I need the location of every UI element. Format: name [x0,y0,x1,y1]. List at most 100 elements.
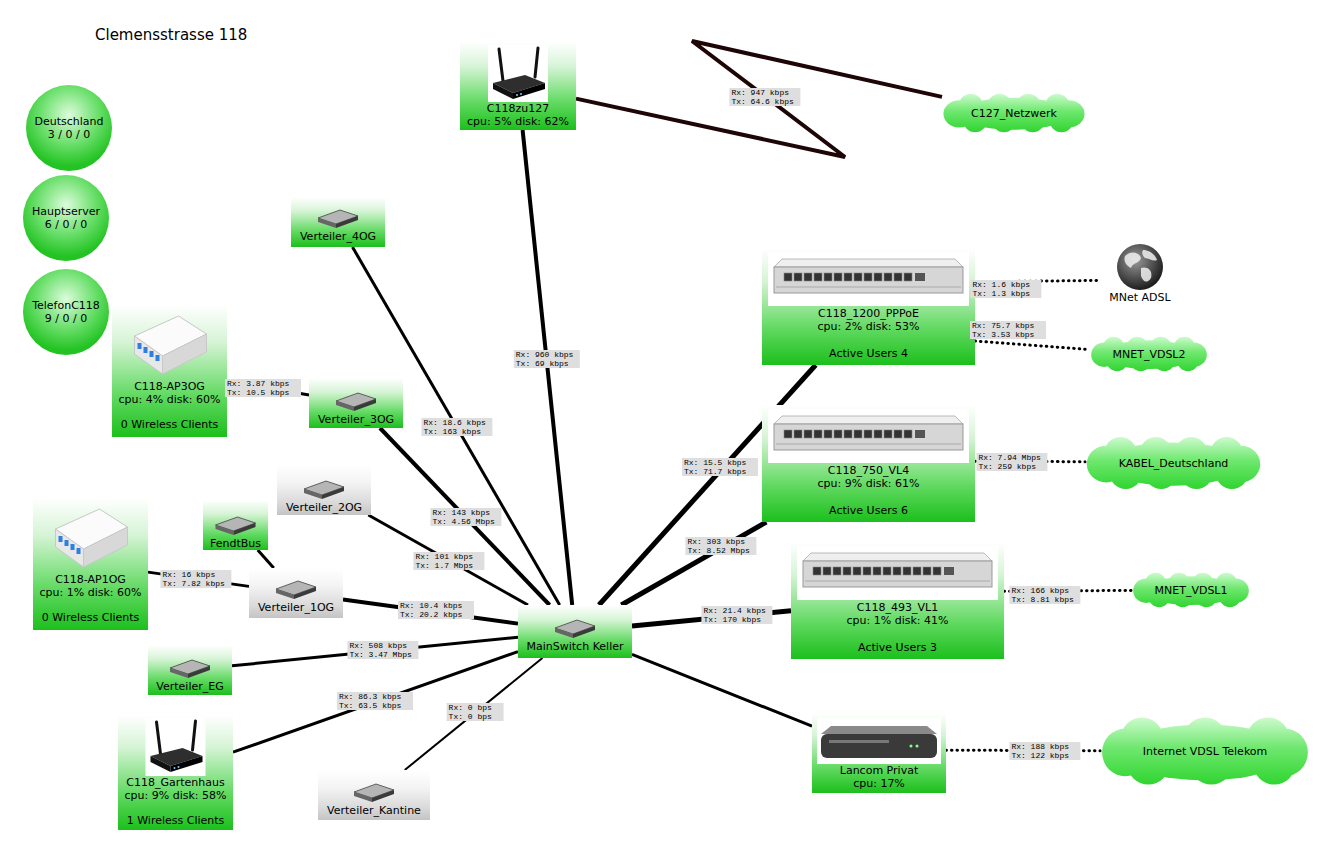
icon-holder [762,408,975,464]
switch-icon [318,773,430,804]
icon-holder [33,501,148,573]
icon-holder [249,571,343,601]
link-line [621,522,766,605]
traffic-label: Rx: 21.4 kbps Tx: 170 kbps [701,606,772,624]
node-label: Hauptserver [32,205,100,218]
node-label: Verteiler_3OG [318,413,394,426]
rack-icon [762,408,975,464]
node-label: 3 / 0 / 0 [48,128,90,141]
node-label: C118_493_VL1 [857,601,938,614]
icon-holder [318,773,430,804]
node-label: FendtBus [210,537,261,550]
icon-holder [148,648,232,680]
network-cloud: C127_Netzwerk [942,93,1086,133]
icon-holder [518,608,632,640]
internet-link [975,341,1090,350]
node-label: C118zu127 [487,102,549,115]
node-label: C127_Netzwerk [971,107,1057,120]
traffic-label: Rx: 75.7 kbps Tx: 3.53 kbps [970,321,1046,339]
wireless-link [576,41,942,157]
device-box: MainSwitch Keller [518,605,632,658]
node-label: 0 Wireless Clients [121,418,219,431]
traffic-label: Rx: 0 bps Tx: 0 bps [447,703,504,721]
link-line [632,654,812,726]
switch-icon [309,381,403,413]
device-box: Verteiler_3OG [309,378,403,428]
globe-icon [1098,241,1182,291]
node-label: Verteiler_EG [156,680,223,693]
rack-icon [791,545,1004,601]
traffic-label: Rx: 960 kbps Tx: 69 kbps [514,350,580,368]
node-label: cpu: 9% disk: 61% [818,477,920,490]
device-box: C118_1200_PPPoEcpu: 2% disk: 53% Active U… [762,248,975,365]
network-cloud: Internet VDSL Telekom [1100,716,1310,786]
device-box: C118_750_VL4cpu: 9% disk: 61%Active User… [762,405,975,522]
page-title: Clemensstrasse 118 [95,26,247,44]
network-cloud: MNET_VDSL2 [1090,336,1208,372]
traffic-label: Rx: 166 kbps Tx: 8.81 kbps [1009,586,1080,604]
node-label: cpu: 9% disk: 58% [125,789,227,802]
device-box: C118_493_VL1cpu: 1% disk: 41%Active User… [791,542,1004,659]
node-label: MNet ADSL [1109,291,1170,304]
traffic-label: Rx: 188 kbps Tx: 122 kbps [1009,742,1080,760]
device-box: Verteiler_4OG [291,197,385,247]
link-line [232,637,518,666]
node-label: C118_Gartenhaus [126,776,224,789]
link-line [343,599,518,623]
device-box: C118_Gartenhauscpu: 9% disk: 58% 1 Wirele… [118,715,233,830]
node-label: MNET_VDSL1 [1155,584,1228,597]
node-label: TelefonC118 [32,299,100,312]
ap-icon [33,501,148,573]
node-label: Lancom Privat [840,764,918,777]
node-label: Verteiler_1OG [258,601,334,614]
device-box: Verteiler_2OG [277,465,371,515]
link-line [258,550,274,568]
icon-holder [1098,241,1182,291]
device-box: C118-AP1OGcpu: 1% disk: 60%0 Wireless Cl… [33,498,148,630]
network-cloud: KABEL_Deutschland [1085,436,1262,490]
node-label: Active Users 4 [829,347,908,360]
node-label: Deutschland [34,115,103,128]
traffic-label: Rx: 303 kbps Tx: 8.52 Mbps [685,537,756,555]
icon-holder [791,545,1004,601]
internet-globe: MNet ADSL [1098,238,1182,304]
status-circle: TelefonC1189 / 0 / 0 [22,268,110,356]
device-box: Verteiler_1OG [249,568,343,618]
router-icon [460,45,576,102]
device-box: Verteiler_Kantine [318,770,430,820]
icon-holder [112,308,227,380]
link-line [368,515,528,605]
node-label: cpu: 1% disk: 60% [40,586,142,599]
device-box: Verteiler_EG [148,645,232,695]
node-label: C118-AP1OG [55,573,126,586]
device-box: C118zu127cpu: 5% disk: 62% [460,42,576,130]
device-box: Lancom Privatcpu: 17% [812,713,946,793]
device-box: FendtBus [203,500,268,550]
node-label: MainSwitch Keller [527,640,624,653]
node-label: 1 Wireless Clients [127,814,225,827]
traffic-label: Rx: 101 kbps Tx: 1.7 Mbps [413,552,484,570]
node-label: cpu: 2% disk: 53% [818,320,920,333]
icon-holder [203,503,268,537]
traffic-label: Rx: 143 kbps Tx: 4.56 Mbps [430,508,501,526]
node-label: C118_750_VL4 [828,464,909,477]
icon-holder [291,200,385,230]
traffic-label: Rx: 3.87 kbps Tx: 10.5 kbps [225,379,301,397]
switch-icon [291,200,385,230]
switch-icon [518,608,632,640]
switch-icon [203,503,268,537]
lancom-icon [812,716,946,764]
node-label: Internet VDSL Telekom [1143,745,1268,758]
switch-icon [148,648,232,680]
node-label: cpu: 5% disk: 62% [467,115,569,128]
node-label: 6 / 0 / 0 [45,218,87,231]
traffic-label: Rx: 7.94 Mbps Tx: 259 kbps [976,453,1047,471]
link-line [405,658,543,770]
icon-holder [460,45,576,102]
traffic-label: Rx: 10.4 kbps Tx: 20.2 kbps [398,601,474,619]
traffic-label: Rx: 15.5 kbps Tx: 71.7 kbps [682,458,758,476]
icon-holder [309,381,403,413]
node-label: C118_1200_PPPoE [818,307,919,320]
